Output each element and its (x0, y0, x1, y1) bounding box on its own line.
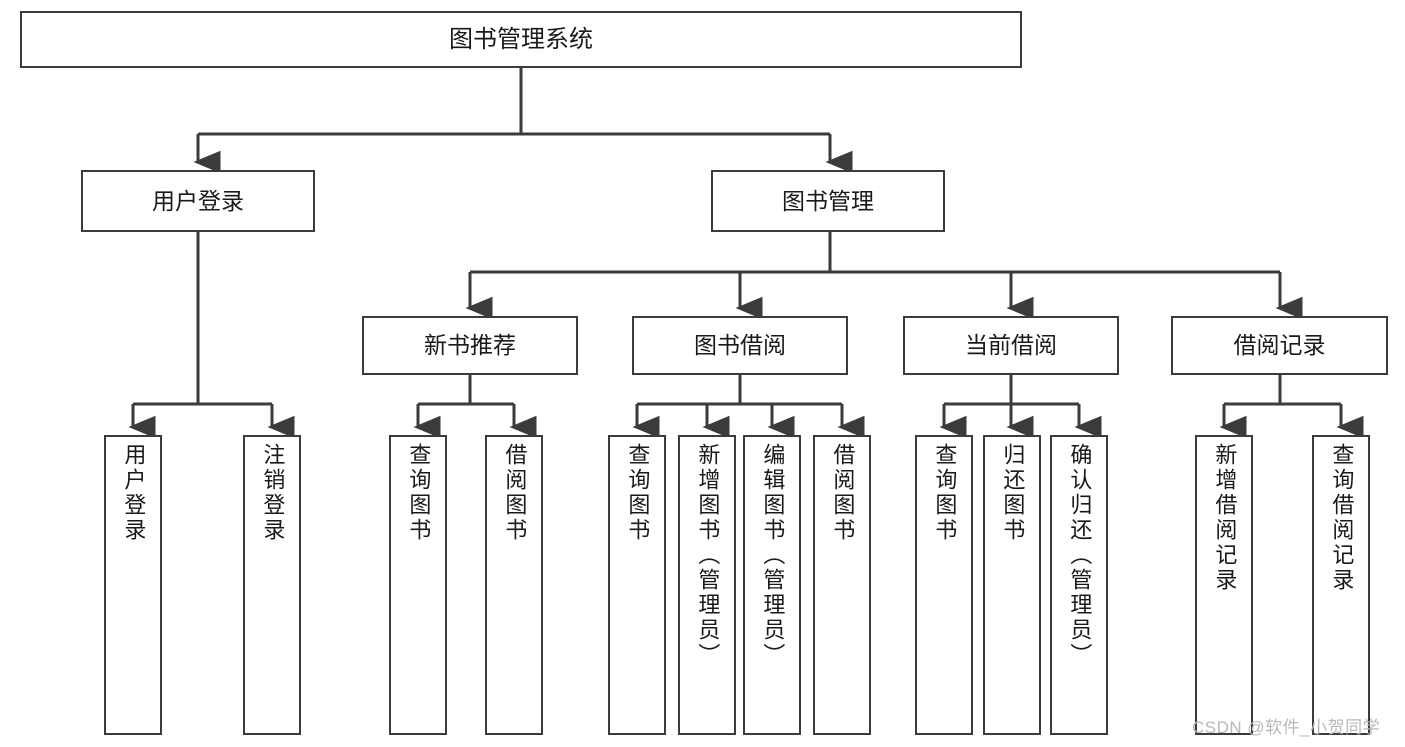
node-leaf-add-record-label: 新增借阅记录 (1212, 443, 1238, 593)
node-user-login[interactable]: 用户登录 (81, 170, 315, 232)
node-leaf-logout-login-label: 注销登录 (260, 443, 286, 543)
node-leaf-return-book[interactable]: 归还图书 (983, 435, 1041, 735)
node-leaf-edit-book-label: 编辑图书（管理员） (760, 443, 786, 668)
node-current-borrow[interactable]: 当前借阅 (903, 316, 1119, 375)
node-leaf-query-book-2-label: 查询图书 (625, 443, 651, 543)
node-leaf-add-record[interactable]: 新增借阅记录 (1195, 435, 1253, 735)
node-leaf-user-login-label: 用户登录 (121, 443, 147, 543)
node-borrow-record-label: 借阅记录 (1233, 332, 1326, 359)
node-leaf-borrow-book-1[interactable]: 借阅图书 (485, 435, 543, 735)
node-leaf-confirm-return-label: 确认归还（管理员） (1067, 443, 1093, 668)
node-book-management[interactable]: 图书管理 (711, 170, 945, 232)
node-leaf-query-book-1-label: 查询图书 (406, 443, 432, 543)
node-borrow-record[interactable]: 借阅记录 (1171, 316, 1388, 375)
node-leaf-edit-book[interactable]: 编辑图书（管理员） (743, 435, 801, 735)
node-book-management-label: 图书管理 (782, 187, 874, 214)
node-leaf-return-book-label: 归还图书 (1000, 443, 1026, 543)
node-book-borrow-label: 图书借阅 (694, 332, 786, 359)
node-leaf-query-book-2[interactable]: 查询图书 (608, 435, 666, 735)
node-leaf-add-book[interactable]: 新增图书（管理员） (678, 435, 736, 735)
watermark-text: CSDN @软件_小贺同学 (1192, 718, 1381, 737)
node-leaf-borrow-book-2-label: 借阅图书 (830, 443, 856, 543)
node-leaf-logout-login[interactable]: 注销登录 (243, 435, 301, 735)
node-book-borrow[interactable]: 图书借阅 (632, 316, 848, 375)
node-user-login-label: 用户登录 (152, 187, 244, 214)
node-leaf-add-book-label: 新增图书（管理员） (695, 443, 721, 668)
node-leaf-borrow-book-1-label: 借阅图书 (502, 443, 528, 543)
node-new-book-recommend[interactable]: 新书推荐 (362, 316, 578, 375)
node-leaf-query-book-3-label: 查询图书 (932, 443, 958, 543)
node-leaf-confirm-return[interactable]: 确认归还（管理员） (1050, 435, 1108, 735)
node-leaf-query-record-label: 查询借阅记录 (1329, 443, 1355, 593)
node-new-book-recommend-label: 新书推荐 (424, 332, 516, 359)
node-root-label: 图书管理系统 (449, 25, 593, 53)
node-leaf-query-book-3[interactable]: 查询图书 (915, 435, 973, 735)
node-leaf-user-login[interactable]: 用户登录 (104, 435, 162, 735)
node-leaf-query-book-1[interactable]: 查询图书 (389, 435, 447, 735)
node-leaf-borrow-book-2[interactable]: 借阅图书 (813, 435, 871, 735)
node-leaf-query-record[interactable]: 查询借阅记录 (1312, 435, 1370, 735)
node-root[interactable]: 图书管理系统 (20, 11, 1022, 68)
node-current-borrow-label: 当前借阅 (965, 332, 1057, 359)
